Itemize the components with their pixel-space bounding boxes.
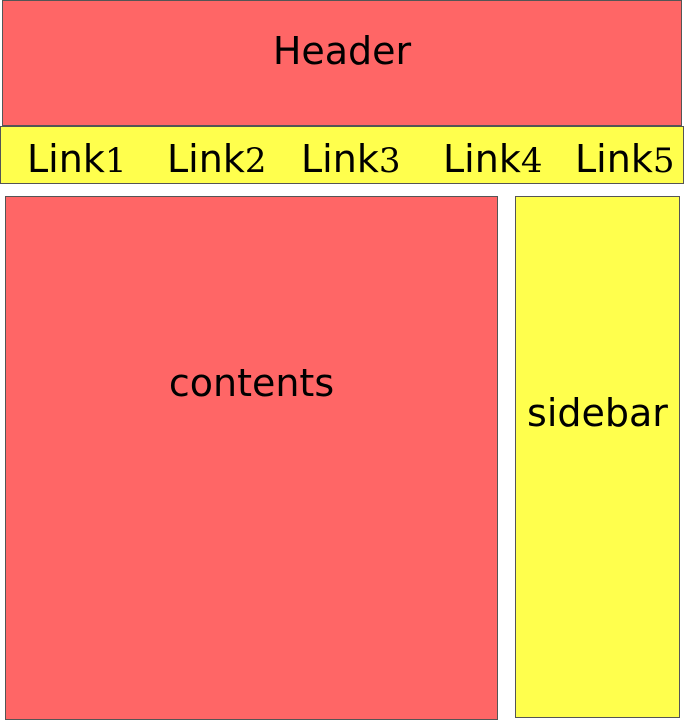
nav-link-4-text: Link	[443, 137, 521, 181]
nav-link-1[interactable]: Link1	[27, 137, 126, 183]
nav-link-1-number: 1	[104, 141, 127, 181]
header-block: Header	[2, 0, 682, 126]
nav-link-1-text: Link	[27, 137, 105, 181]
nav-link-3-text: Link	[301, 137, 379, 181]
contents-block: contents	[5, 196, 498, 720]
nav-link-4-number: 4	[520, 141, 543, 181]
nav-link-4[interactable]: Link4	[443, 137, 542, 183]
nav-link-3-number: 3	[378, 141, 401, 181]
sidebar-label: sidebar	[527, 391, 668, 435]
nav-link-3[interactable]: Link3	[301, 137, 400, 183]
nav-link-2[interactable]: Link2	[167, 137, 266, 183]
nav-link-5-number: 5	[652, 141, 675, 181]
nav-link-2-number: 2	[244, 141, 267, 181]
sidebar-block: sidebar	[515, 196, 680, 718]
contents-label: contents	[168, 361, 335, 405]
nav-bar: Link1 Link2 Link3 Link4 Link5	[0, 126, 684, 184]
header-label: Header	[272, 29, 412, 73]
nav-link-2-text: Link	[167, 137, 245, 181]
nav-link-5[interactable]: Link5	[575, 137, 674, 183]
nav-link-5-text: Link	[575, 137, 653, 181]
